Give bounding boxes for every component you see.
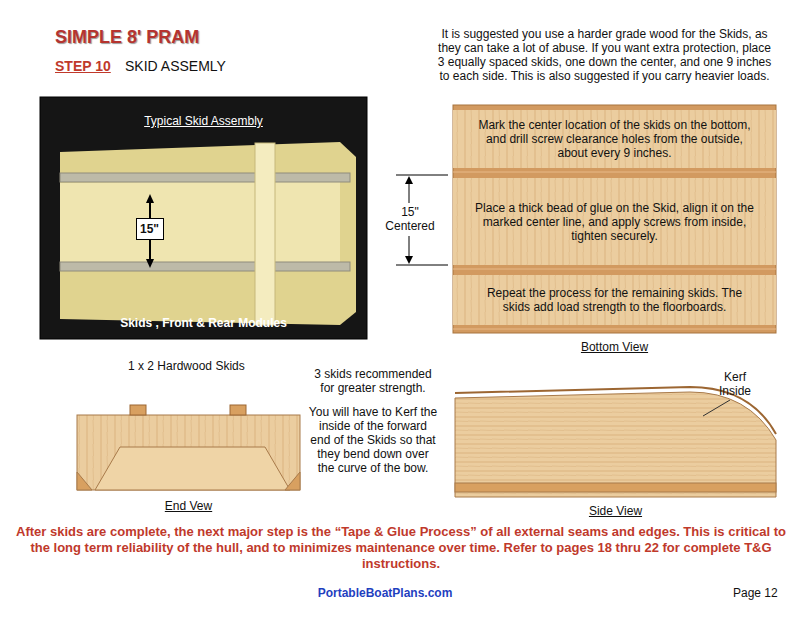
bottom-strip bbox=[455, 483, 776, 492]
view-heading: End Vew bbox=[77, 499, 300, 513]
photo-ground bbox=[40, 97, 367, 339]
arrow-head bbox=[405, 176, 413, 184]
photo-caption: Skids , Front & Rear Modules bbox=[40, 316, 367, 330]
photo-caption: Typical Skid Assembly bbox=[40, 114, 367, 128]
hull-side bbox=[455, 392, 776, 497]
note: 3 skids recommended for greater strength… bbox=[308, 367, 438, 395]
hardwood-skid bbox=[230, 405, 246, 415]
extension-line bbox=[396, 265, 448, 266]
skid-highlight bbox=[453, 269, 776, 270]
photo-panel: 15" Typical Skid AssemblySkids , Front & … bbox=[40, 97, 367, 339]
plank-note: Repeat the process for the remaining ski… bbox=[453, 275, 776, 325]
plank bbox=[453, 110, 776, 168]
transom-board bbox=[77, 415, 300, 490]
page-title: SIMPLE 8' PRAM bbox=[55, 26, 199, 48]
dimension-value: 15" bbox=[140, 222, 159, 236]
plank-instruction: Place a thick bead of glue on the Skid, … bbox=[473, 201, 757, 243]
page-number: Page 12 bbox=[733, 586, 778, 600]
step-title: SKID ASSEMLY bbox=[125, 58, 226, 75]
note: You will have to Kerf the inside of the … bbox=[308, 405, 438, 475]
plank bbox=[453, 178, 776, 265]
leader-line bbox=[703, 400, 730, 416]
arrow-head bbox=[146, 194, 154, 203]
arrow-head bbox=[146, 259, 154, 268]
front-module bbox=[255, 143, 275, 325]
side-view-drawing bbox=[455, 387, 776, 497]
skid-photo bbox=[40, 97, 367, 339]
step-number: STEP 10 bbox=[55, 58, 111, 75]
plank bbox=[453, 275, 776, 325]
skid-highlight bbox=[453, 172, 776, 173]
end-view-drawing bbox=[77, 405, 300, 490]
bottom-panel bbox=[453, 105, 776, 333]
plank-instruction: Repeat the process for the remaining ski… bbox=[473, 286, 757, 314]
skid-highlight bbox=[453, 329, 776, 330]
arrow-head bbox=[405, 256, 413, 264]
part-label: 1 x 2 Hardwood Skids bbox=[128, 359, 245, 373]
hull-panel bbox=[60, 180, 340, 265]
plank-instruction: Mark the center location of the skids on… bbox=[473, 118, 757, 160]
transom-cutout bbox=[95, 447, 290, 490]
view-heading: Bottom View bbox=[453, 340, 776, 354]
end-view: End Vew bbox=[77, 380, 300, 492]
plank-note: Place a thick bead of glue on the Skid, … bbox=[453, 178, 776, 265]
view-heading: Side View bbox=[455, 504, 776, 518]
dimension-label: 15" Centered bbox=[381, 205, 439, 233]
chine-log bbox=[285, 472, 300, 490]
photo-skid bbox=[60, 173, 350, 182]
extension-line bbox=[396, 175, 448, 176]
next-step-note: After skids are complete, the next major… bbox=[11, 524, 791, 572]
bottom-view-drawing bbox=[453, 105, 776, 333]
bottom-view-panel: Mark the center location of the skids on… bbox=[453, 105, 776, 333]
plank-note: Mark the center location of the skids on… bbox=[453, 110, 776, 168]
photo-skid bbox=[60, 262, 350, 271]
hardwood-skid bbox=[130, 405, 146, 415]
hull-bottom bbox=[60, 142, 356, 325]
intro-note: It is suggested you use a harder grade w… bbox=[437, 27, 772, 83]
callout-label: Kerf Inside bbox=[710, 370, 760, 398]
website: PortableBoatPlans.com bbox=[200, 586, 570, 600]
dimension-box: 15" bbox=[136, 218, 164, 240]
chine-log bbox=[77, 472, 92, 490]
